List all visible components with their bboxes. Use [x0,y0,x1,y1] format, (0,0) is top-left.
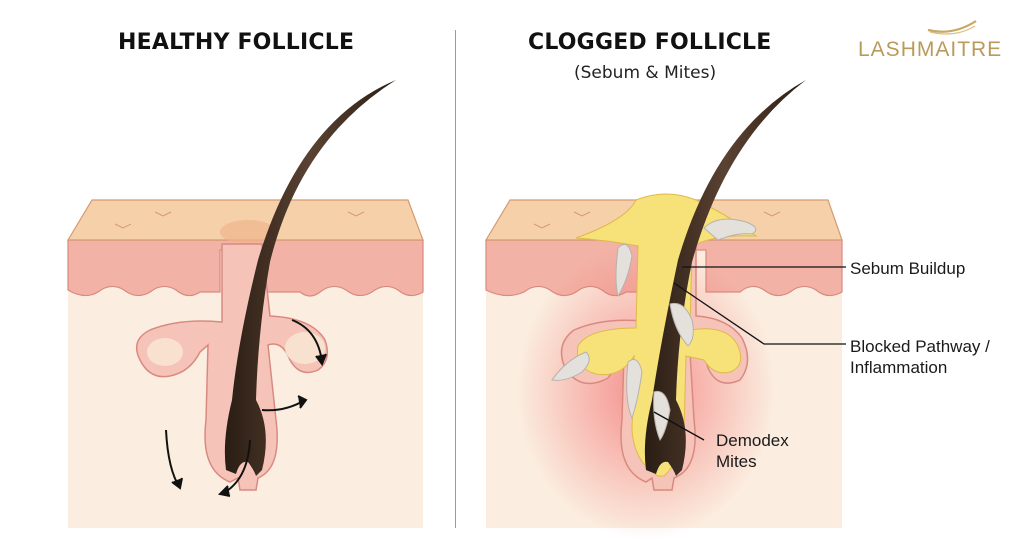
label-demodex-line2: Mites [716,452,757,471]
demodex-leader-line [653,411,705,441]
label-sebum-buildup: Sebum Buildup [850,259,966,278]
logo-text: LASHMAITRE [858,38,1003,61]
clogged-follicle-subtitle: (Sebum & Mites) [574,63,717,83]
lash-swoosh-icon [927,20,977,35]
label-demodex-mites: Demodex Mites [716,430,789,472]
blocked-leader-line [673,282,846,345]
clogged-follicle-diagram [484,80,846,540]
epidermis-layer [66,199,424,241]
label-demodex-line1: Demodex [716,431,789,450]
panel-divider [455,30,456,528]
hair-shaft [224,80,396,476]
label-blocked-line1: Blocked Pathway / [850,337,990,356]
lashmaitre-logo: LASHMAITRE [858,18,1008,68]
healthy-follicle-title: HEALTHY FOLLICLE [118,30,355,55]
circulation-arrows-icon [165,319,327,497]
follicle-wall [135,243,329,491]
label-blocked-line2: Inflammation [850,358,948,377]
sebaceous-gland-left [147,338,183,366]
leader-lines [653,266,846,441]
label-blocked-pathway: Blocked Pathway / Inflammation [850,336,990,378]
clogged-follicle-title: CLOGGED FOLLICLE [528,30,772,55]
healthy-follicle-diagram [66,80,424,528]
